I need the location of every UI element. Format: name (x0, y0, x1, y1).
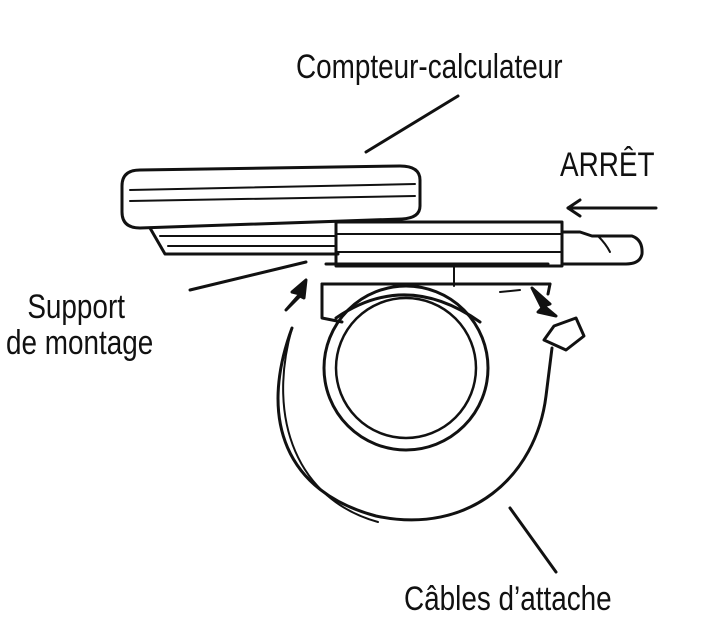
mount-label: Support de montage (6, 288, 154, 362)
stop-label: ARRÊT (560, 146, 655, 184)
mount-label-line1: Support (27, 288, 125, 326)
mount-direction-arrow (284, 278, 308, 312)
computer-label: Compteur-calculateur (296, 48, 563, 86)
ties-leader-line (508, 506, 558, 574)
handlebar-tube (322, 284, 490, 452)
computer-leader-line (364, 94, 460, 154)
release-direction-arrow (530, 286, 558, 318)
mounting-bracket (320, 220, 644, 324)
cable-tie (276, 316, 586, 523)
stop-direction-arrow (566, 198, 658, 218)
mount-label-line2: de montage (6, 323, 154, 362)
mount-leader-line (188, 260, 308, 292)
ties-label: Câbles d’attache (404, 580, 612, 618)
cycle-computer-unit (120, 164, 422, 256)
